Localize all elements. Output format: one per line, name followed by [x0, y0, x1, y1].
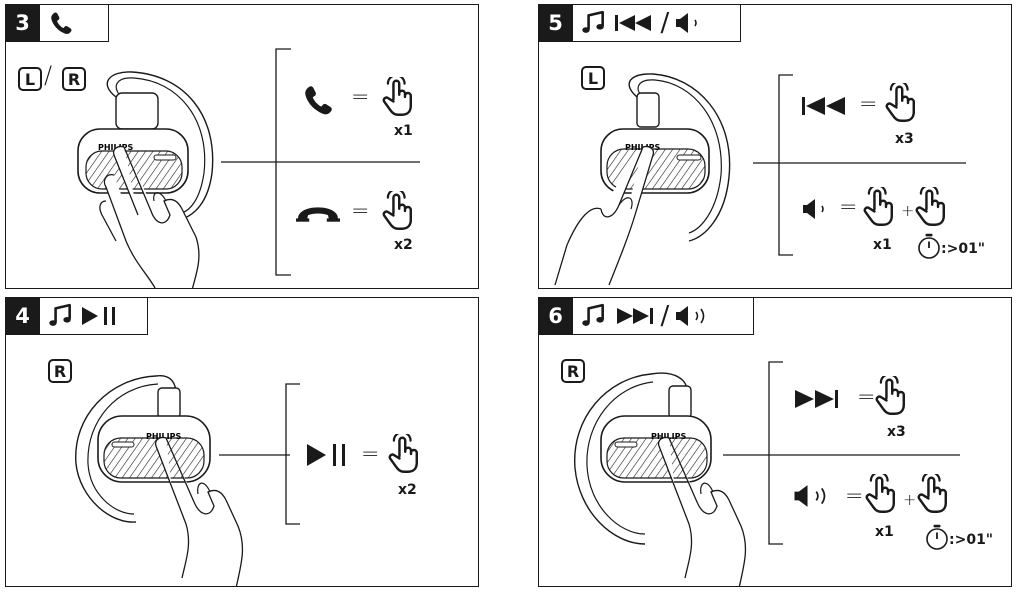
panel-4-header: 4 — [6, 298, 148, 335]
equals-sign: = — [859, 92, 878, 117]
tap-count-end: x2 — [394, 237, 413, 253]
tap-count-volume-up: x1 — [875, 524, 894, 540]
left-earbud-label: L — [581, 66, 605, 90]
tap-count-answer: x1 — [394, 123, 413, 139]
right-earbud-label: R — [62, 67, 86, 91]
earbud-illustration: PHILIPS — [574, 361, 960, 586]
panel-3-header: 3 — [6, 5, 109, 42]
step-number: 3 — [6, 5, 40, 41]
equals-sign: = — [351, 85, 370, 110]
slash-separator: / — [44, 61, 53, 89]
tap-count-volume-down: x1 — [873, 237, 892, 253]
earbud-illustration: PHILIPS — [554, 73, 966, 286]
svg-text:PHILIPS: PHILIPS — [146, 432, 181, 441]
right-earbud-label: R — [561, 359, 585, 383]
play-pause-icon — [81, 306, 115, 325]
tap-finger-icon — [917, 474, 951, 514]
tap-finger-icon — [885, 83, 919, 123]
previous-track-icon — [614, 14, 651, 31]
tap-finger-icon — [388, 434, 422, 474]
volume-down-icon — [676, 12, 698, 33]
step-number: 6 — [539, 298, 573, 334]
volume-up-icon — [676, 305, 705, 326]
hangup-icon — [296, 205, 340, 223]
slash-separator: / — [660, 7, 670, 38]
step-number: 4 — [6, 298, 40, 334]
phone-icon — [301, 83, 335, 117]
panel-5-previous-volume-down: 5 / L PHILIPS = x3 = + x1 :>01" — [538, 4, 1012, 289]
next-track-icon — [795, 390, 838, 408]
tap-finger-icon — [382, 191, 416, 231]
play-pause-icon — [307, 444, 345, 466]
panel-6-next-volume-up: 6 / R PHILIPS = x3 = + x1 :>01" — [538, 297, 1012, 587]
svg-text:PHILIPS: PHILIPS — [651, 432, 686, 441]
tap-count-previous: x3 — [895, 131, 914, 147]
tap-finger-icon — [915, 187, 949, 227]
previous-track-icon — [802, 97, 845, 115]
tap-finger-icon — [382, 77, 416, 117]
panel-3-calls: 3 L / R PHILIPS = x1 = x2 — [5, 4, 479, 289]
timer-icon — [925, 524, 949, 550]
right-earbud-label: R — [48, 359, 72, 383]
tap-count-next: x3 — [887, 424, 906, 440]
next-track-icon — [616, 307, 653, 324]
volume-up-icon — [794, 485, 826, 507]
timer-icon — [917, 233, 941, 259]
hold-duration: :>01" — [941, 241, 986, 257]
panel-5-header: 5 / — [539, 5, 741, 42]
tap-count-play-pause: x2 — [398, 482, 417, 498]
volume-down-icon — [803, 199, 824, 219]
left-earbud-label: L — [18, 67, 42, 91]
slash-separator: / — [660, 300, 670, 331]
panel-4-play-pause: 4 R PHILIPS = x2 — [5, 297, 479, 587]
tap-finger-icon — [863, 187, 897, 227]
equals-sign: = — [361, 442, 380, 467]
hold-duration: :>01" — [949, 532, 994, 548]
equals-sign: = — [839, 195, 858, 220]
plus-sign: + — [903, 490, 917, 509]
equals-sign: = — [845, 484, 864, 509]
equals-sign: = — [351, 199, 370, 224]
equals-sign: = — [857, 385, 876, 410]
plus-sign: + — [901, 201, 915, 220]
tap-finger-icon — [875, 376, 909, 416]
earbud-illustration: PHILIPS — [75, 375, 300, 586]
tap-finger-icon — [865, 474, 899, 514]
panel-6-header: 6 / — [539, 298, 754, 335]
step-number: 5 — [539, 5, 573, 41]
earbud-illustration: PHILIPS — [77, 48, 420, 288]
